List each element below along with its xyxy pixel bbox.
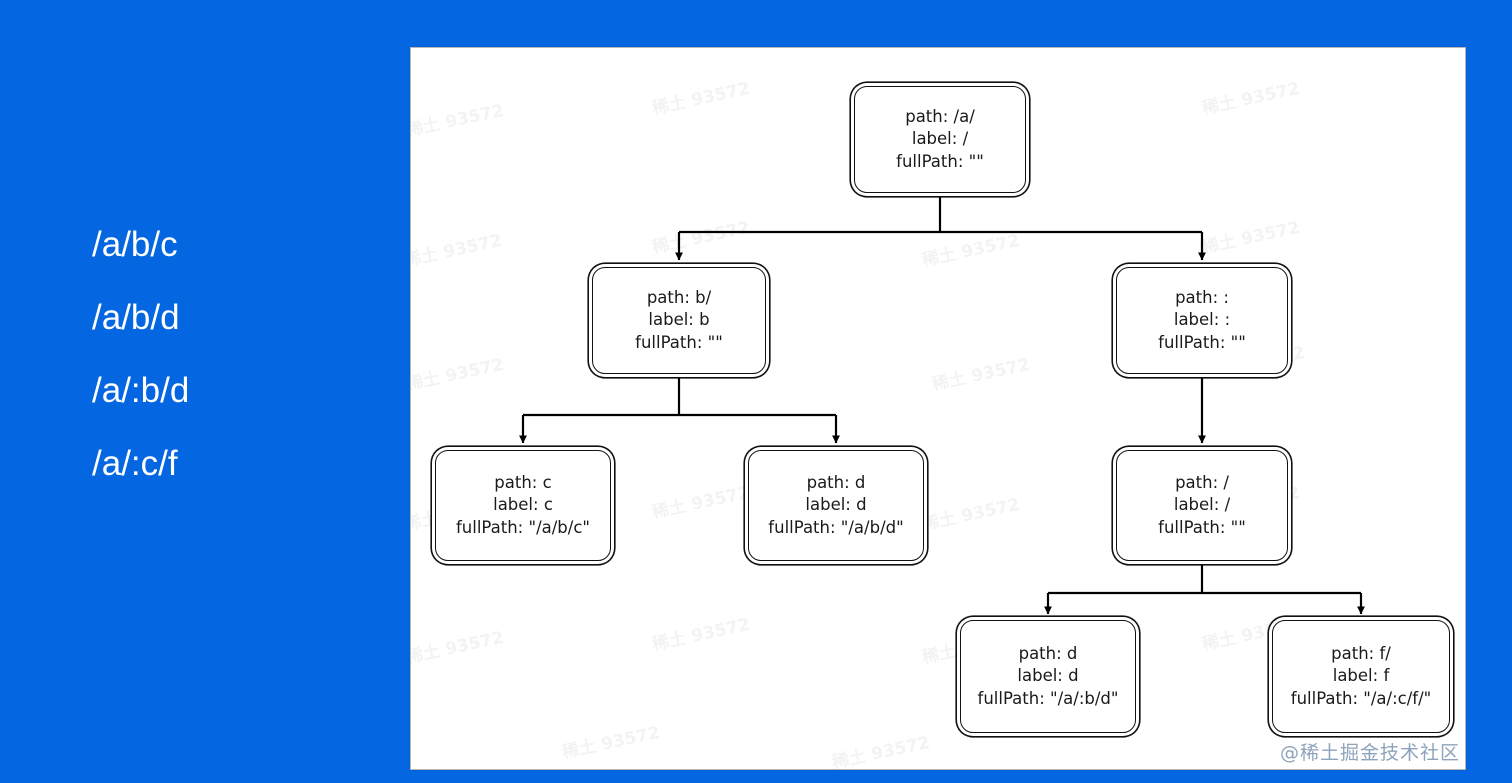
route-path-item: /a/b/d [92, 298, 180, 337]
node-path: path: /a/ [905, 106, 975, 126]
route-path-item: /a/:c/f [92, 444, 178, 483]
diagram-panel: 稀土 93572 稀土 93572 稀土 93572 稀土 93572 稀土 9… [410, 47, 1466, 770]
node-fullpath: fullPath: "/a/:c/f/" [1290, 688, 1432, 708]
tree-node-b[interactable]: path: b/ label: b fullPath: "" [592, 267, 766, 374]
node-path: path: : [1175, 287, 1229, 307]
node-fullpath: fullPath: "/a/b/d" [768, 517, 904, 537]
node-path: path: f/ [1331, 643, 1391, 663]
node-label: label: d [805, 495, 867, 515]
node-path: path: c [494, 472, 552, 492]
node-label: label: c [493, 495, 553, 515]
node-fullpath: fullPath: "" [1158, 332, 1246, 352]
route-path-item: /a/b/c [92, 225, 178, 264]
route-path-item: /a/:b/d [92, 371, 190, 410]
tree-node-slash[interactable]: path: / label: / fullPath: "" [1116, 450, 1288, 561]
tree-node-d-colonbd[interactable]: path: d label: d fullPath: "/a/:b/d" [960, 620, 1136, 733]
tree-connectors [519, 197, 1365, 615]
route-path-list: /a/b/c /a/b/d /a/:b/d /a/:c/f [92, 208, 392, 500]
corner-watermark: @稀土掘金技术社区 [1279, 742, 1460, 764]
node-fullpath: fullPath: "" [896, 151, 984, 171]
node-label: label: / [911, 129, 969, 149]
node-fullpath: fullPath: "" [1158, 517, 1246, 537]
node-label: label: : [1173, 310, 1231, 330]
tree-node-d-abd[interactable]: path: d label: d fullPath: "/a/b/d" [748, 450, 924, 561]
node-label: label: f [1332, 666, 1390, 686]
node-path: path: d [1018, 643, 1078, 663]
node-fullpath: fullPath: "/a/b/c" [456, 517, 590, 537]
node-label: label: d [1017, 666, 1079, 686]
tree-node-colon[interactable]: path: : label: : fullPath: "" [1116, 267, 1288, 374]
node-path: path: / [1175, 472, 1229, 492]
node-fullpath: fullPath: "/a/:b/d" [977, 688, 1119, 708]
node-path: path: b/ [646, 287, 712, 307]
tree-node-c[interactable]: path: c label: c fullPath: "/a/b/c" [435, 450, 611, 561]
node-fullpath: fullPath: "" [635, 332, 723, 352]
tree-node-root[interactable]: path: /a/ label: / fullPath: "" [854, 86, 1026, 193]
node-path: path: d [806, 472, 866, 492]
node-label: label: / [1173, 495, 1231, 515]
node-label: label: b [648, 310, 710, 330]
tree-node-f[interactable]: path: f/ label: f fullPath: "/a/:c/f/" [1272, 620, 1450, 733]
